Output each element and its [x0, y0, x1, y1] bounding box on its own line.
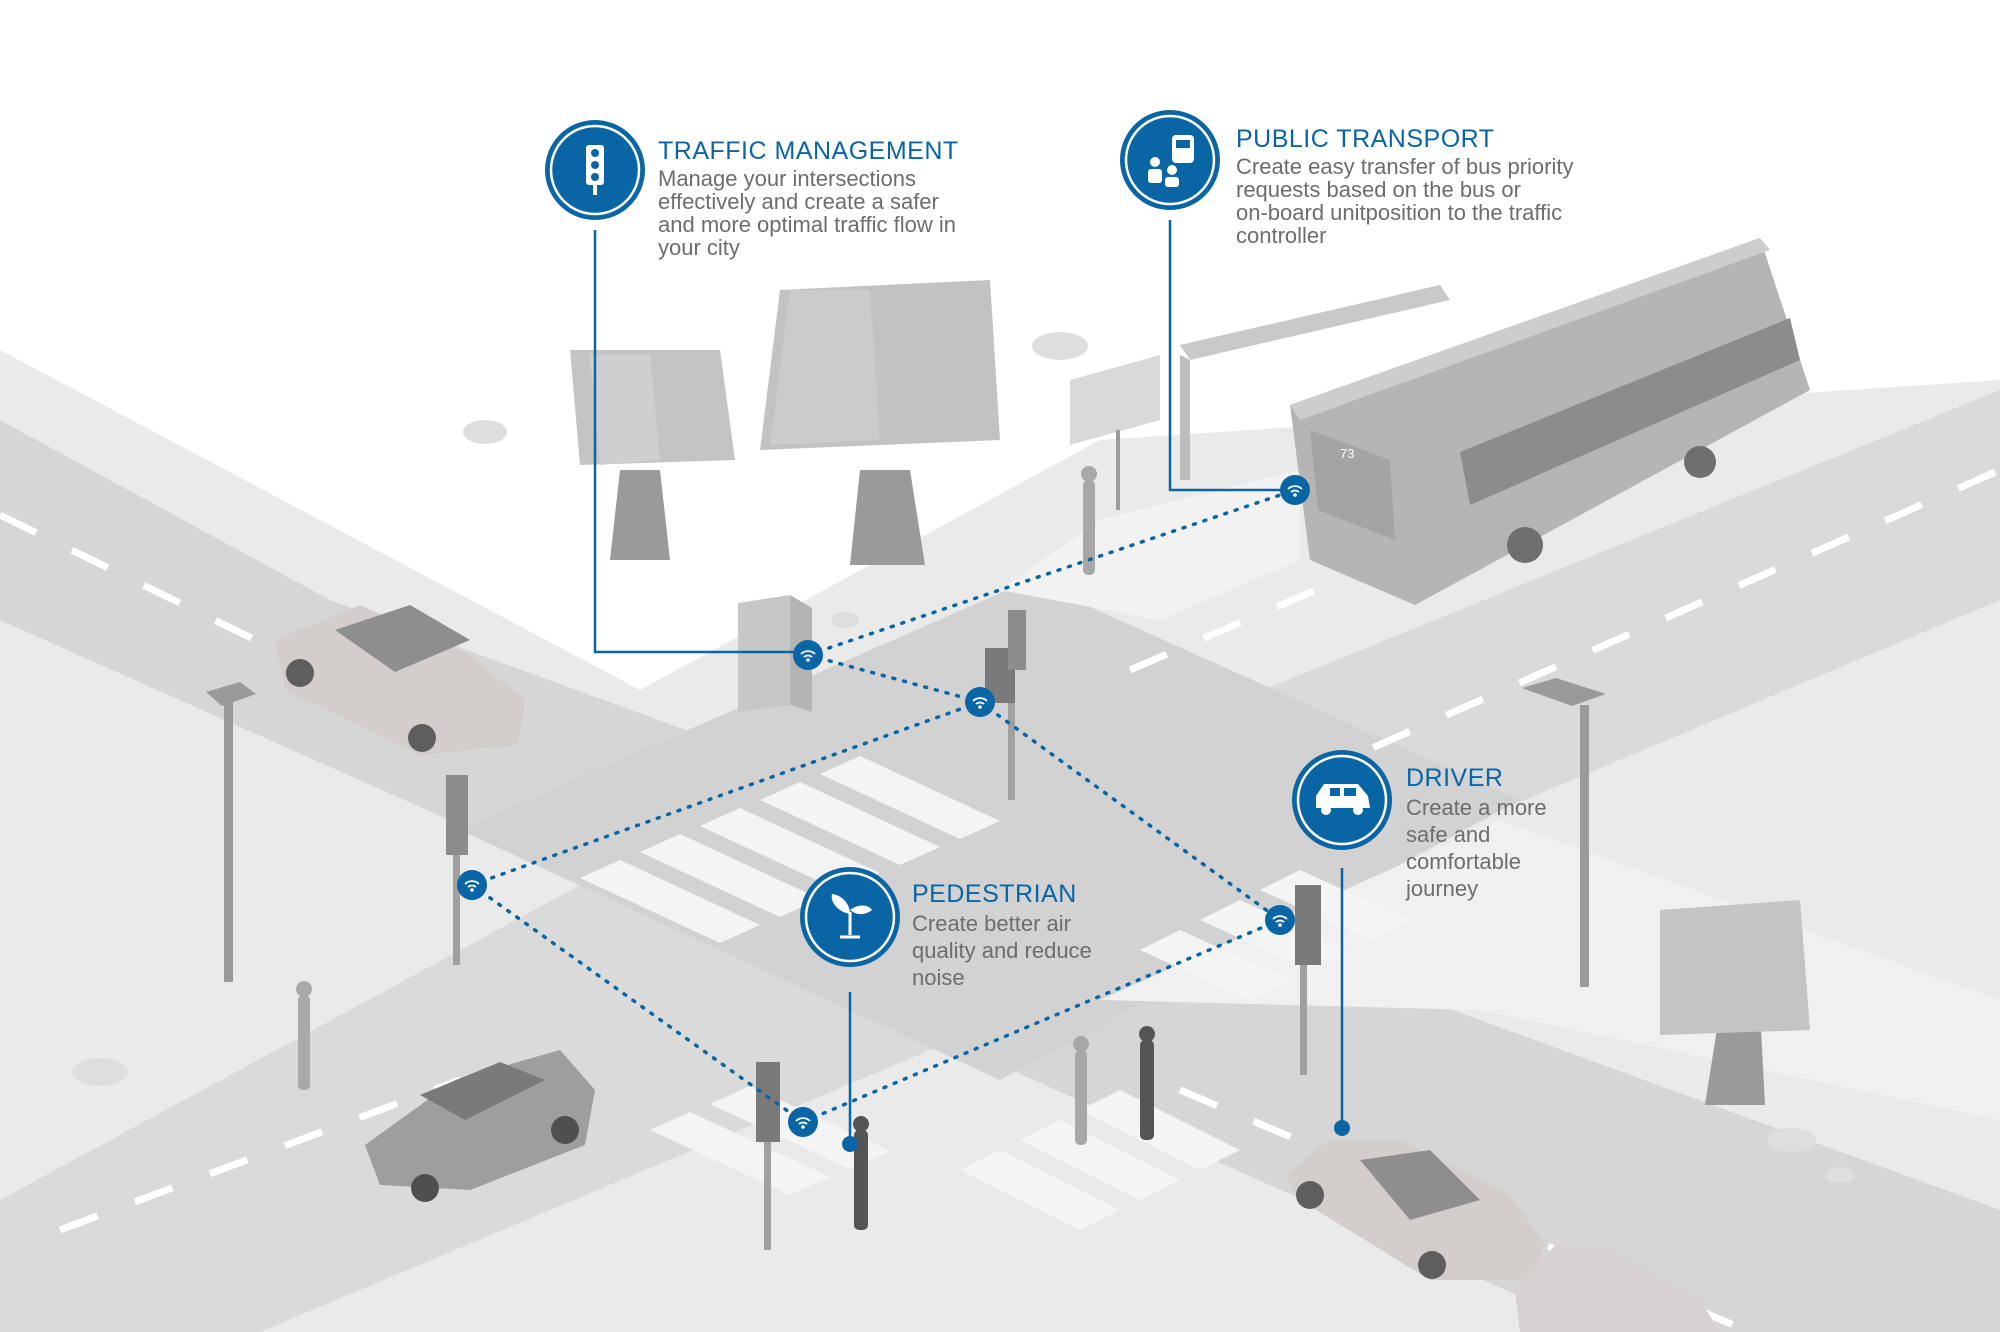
- leader-lines: [593, 220, 1344, 1144]
- driver-text: Create a more safe and comfortable journ…: [1406, 795, 1547, 901]
- wifi-icon: [964, 686, 996, 718]
- car-bottom-right: [1285, 1140, 1545, 1280]
- traffic-light-icon: [586, 145, 604, 195]
- traffic-management-badge: [545, 120, 645, 220]
- bus-shelter: [1070, 285, 1450, 510]
- public-transport-text: Create easy transfer of bus priority req…: [1236, 154, 1574, 248]
- car-icon: [1316, 784, 1370, 815]
- traffic-management-text: Manage your intersections effectively an…: [658, 166, 956, 260]
- bus: 73: [1290, 238, 1810, 605]
- intersection: [460, 580, 1520, 1080]
- driver-callout: DRIVER Create a more safe and comfortabl…: [1406, 764, 1547, 902]
- driver-badge: [1292, 750, 1392, 850]
- public-transport-callout: PUBLIC TRANSPORT Create easy transfer of…: [1236, 125, 1573, 247]
- pedestrian-callout: PEDESTRIAN Create better air quality and…: [912, 880, 1092, 991]
- public-transport-badge: [1120, 110, 1220, 210]
- tree-cluster: [570, 280, 1810, 1105]
- pedestrian-title: PEDESTRIAN: [912, 880, 1077, 908]
- car-bottom-right-2: [1515, 1245, 1720, 1332]
- wifi-icon: [456, 869, 488, 901]
- street-lamps: [206, 678, 1606, 987]
- pedestrians: [296, 466, 1155, 1230]
- wifi-icon: [1279, 474, 1311, 506]
- car-top-left: [275, 605, 525, 755]
- communication-links: [470, 488, 1297, 1124]
- pedestrian-badge: [800, 867, 900, 967]
- driver-title: DRIVER: [1406, 764, 1504, 792]
- bus-passenger-icon: [1148, 135, 1194, 187]
- plant-sprout-icon: [831, 894, 872, 939]
- wifi-icon: [1264, 904, 1296, 936]
- pedestrian-marker-dot: [842, 1136, 858, 1152]
- driver-marker-dot: [1334, 1120, 1350, 1136]
- cars: [275, 605, 1720, 1332]
- traffic-management-callout: TRAFFIC MANAGEMENT Manage your intersect…: [658, 137, 959, 259]
- car-bottom-left: [365, 1050, 595, 1202]
- wifi-icon: [787, 1106, 819, 1138]
- wifi-icon: [792, 639, 824, 671]
- public-transport-title: PUBLIC TRANSPORT: [1236, 125, 1495, 153]
- traffic-management-title: TRAFFIC MANAGEMENT: [658, 137, 959, 165]
- bus-number-label: 73: [1340, 446, 1354, 461]
- pedestrian-text: Create better air quality and reduce noi…: [912, 911, 1092, 990]
